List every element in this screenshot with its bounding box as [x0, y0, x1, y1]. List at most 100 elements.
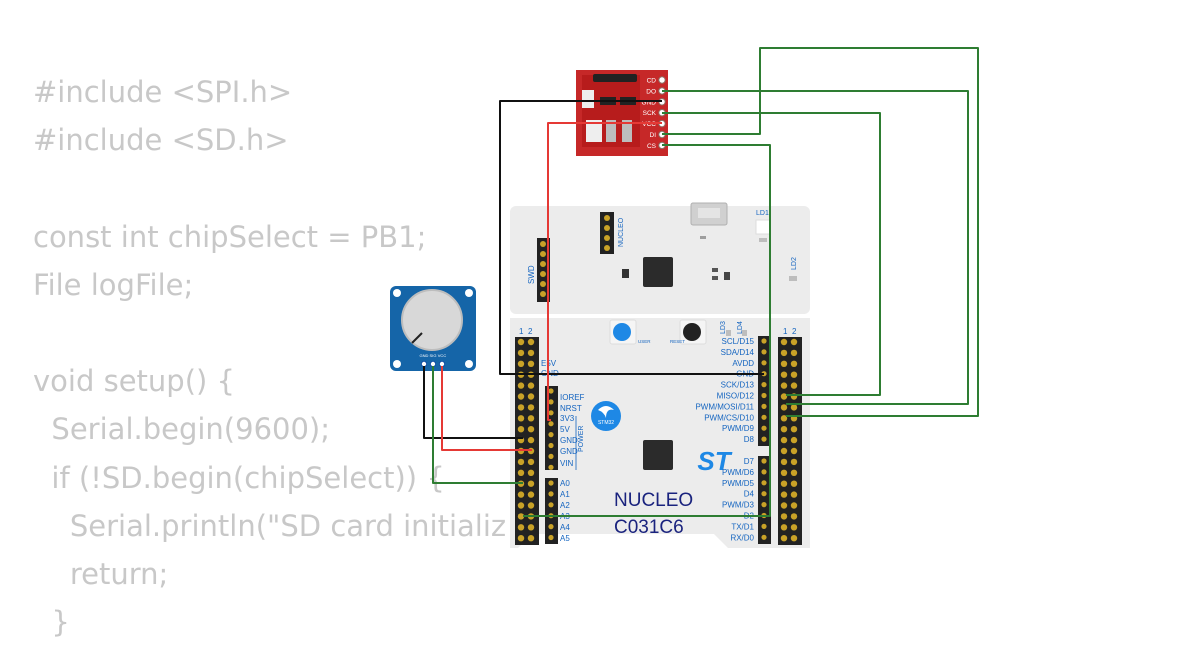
header-pin[interactable] [790, 371, 798, 378]
header-pin[interactable] [517, 502, 525, 509]
header-pin[interactable] [761, 403, 767, 409]
header-pin[interactable] [761, 382, 767, 388]
header-pin[interactable] [517, 458, 525, 466]
header-pin[interactable] [780, 382, 788, 389]
header-pin[interactable] [548, 399, 554, 405]
header-pin[interactable] [761, 523, 767, 530]
header-pin[interactable] [790, 338, 798, 346]
header-pin[interactable] [790, 436, 798, 444]
reset-button[interactable] [683, 323, 701, 341]
header-pin[interactable] [780, 458, 788, 466]
header-pin[interactable] [780, 338, 788, 346]
header-pin[interactable] [548, 432, 554, 438]
header-pin[interactable] [780, 513, 788, 520]
header-pin[interactable] [780, 415, 788, 422]
header-pin[interactable] [790, 491, 798, 498]
wire-sd-cs[interactable] [523, 144, 771, 517]
header-pin[interactable] [527, 502, 535, 509]
header-pin[interactable] [517, 360, 525, 367]
header-pin[interactable] [780, 535, 788, 542]
wire-sd-di[interactable] [662, 47, 979, 417]
header-pin[interactable] [527, 436, 535, 444]
header-pin[interactable] [517, 524, 525, 531]
header-pin[interactable] [548, 480, 554, 486]
header-pin[interactable] [527, 480, 535, 487]
header-pin[interactable] [517, 491, 525, 498]
header-pin[interactable] [527, 393, 535, 400]
header-pin[interactable] [761, 436, 767, 442]
header-pin[interactable] [780, 436, 788, 444]
wire-sd-gnd[interactable] [499, 100, 764, 375]
header-pin[interactable] [527, 491, 535, 498]
header-pin[interactable] [790, 360, 798, 367]
header-pin[interactable] [790, 426, 798, 433]
header-pin[interactable] [790, 382, 798, 389]
header-pin[interactable] [517, 393, 525, 400]
pot-knob[interactable] [401, 289, 463, 351]
header-pin[interactable] [790, 502, 798, 509]
header-pin[interactable] [548, 502, 554, 508]
header-pin[interactable] [517, 404, 525, 411]
pot-pin[interactable] [429, 360, 436, 367]
header-pin[interactable] [548, 388, 554, 394]
wire-pot-vcc[interactable] [441, 366, 532, 451]
header-pin[interactable] [527, 415, 535, 422]
header-pin[interactable] [548, 421, 554, 427]
header-pin[interactable] [527, 458, 535, 466]
wire-pot-gnd[interactable] [423, 366, 523, 439]
header-pin[interactable] [780, 447, 788, 455]
header-pin[interactable] [780, 480, 788, 487]
wire-sd-vcc[interactable] [547, 122, 662, 421]
header-pin[interactable] [548, 410, 554, 416]
header-pin[interactable] [780, 524, 788, 531]
header-pin[interactable] [780, 404, 788, 411]
header-pin[interactable] [761, 469, 767, 475]
header-pin[interactable] [761, 392, 767, 399]
header-pin[interactable] [761, 502, 767, 508]
header-pin[interactable] [790, 480, 798, 487]
header-pin[interactable] [790, 469, 798, 476]
header-pin[interactable] [527, 349, 535, 357]
header-pin[interactable] [548, 524, 554, 530]
header-pin[interactable] [780, 349, 788, 357]
header-pin[interactable] [790, 535, 798, 542]
header-pin[interactable] [517, 349, 525, 357]
header-pin[interactable] [780, 469, 788, 476]
header-pin[interactable] [761, 425, 767, 431]
header-pin[interactable] [517, 426, 525, 433]
header-pin[interactable] [548, 534, 554, 541]
header-pin[interactable] [780, 491, 788, 498]
header-pin[interactable] [761, 360, 767, 366]
header-pin[interactable] [548, 453, 554, 459]
header-pin[interactable] [790, 404, 798, 411]
header-pin[interactable] [517, 469, 525, 476]
header-pin[interactable] [548, 442, 554, 449]
header-pin[interactable] [517, 513, 525, 520]
pot-pin[interactable] [438, 360, 445, 367]
wire-sd-sck[interactable] [662, 112, 881, 396]
header-pin[interactable] [780, 393, 788, 400]
nucleo-board[interactable]: NUCLEO SWD LD1 LD2 USER RESET LD3 LD4 [510, 202, 810, 548]
header-pin[interactable] [527, 469, 535, 476]
header-pin[interactable] [527, 426, 535, 433]
header-pin[interactable] [761, 491, 767, 497]
header-pin[interactable] [780, 502, 788, 509]
header-pin[interactable] [761, 414, 767, 420]
header-pin[interactable] [517, 382, 525, 389]
wire-pot-sig[interactable] [432, 366, 523, 484]
header-pin[interactable] [780, 426, 788, 433]
header-pin[interactable] [527, 524, 535, 531]
header-pin[interactable] [527, 360, 535, 367]
header-pin[interactable] [761, 338, 767, 344]
user-button[interactable] [613, 323, 631, 341]
header-pin[interactable] [790, 513, 798, 520]
header-pin[interactable] [761, 349, 767, 355]
header-pin[interactable] [761, 480, 767, 486]
header-pin[interactable] [780, 371, 788, 378]
header-pin[interactable] [517, 415, 525, 422]
header-pin[interactable] [761, 534, 767, 540]
header-pin[interactable] [517, 535, 525, 542]
header-pin[interactable] [548, 491, 554, 497]
